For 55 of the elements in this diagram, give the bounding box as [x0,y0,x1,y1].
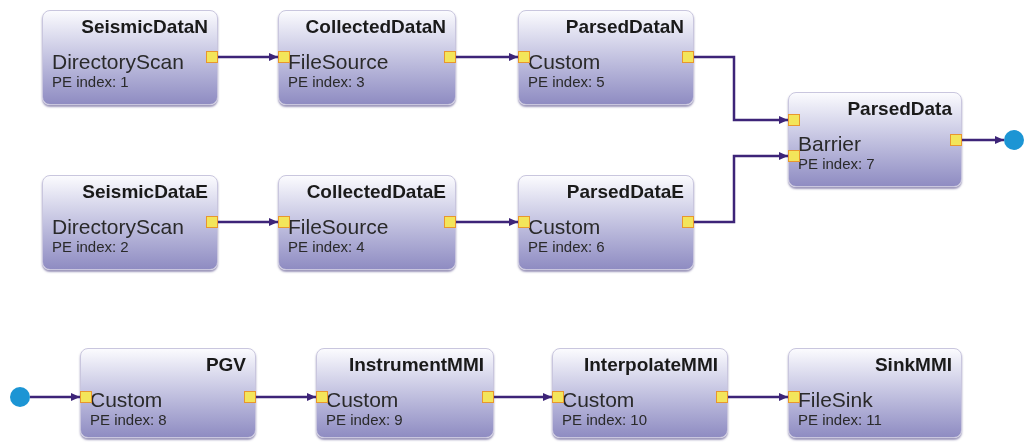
process-box [42,175,218,270]
node-type: Custom [326,388,400,411]
arrow [728,393,788,401]
process-box [552,348,728,438]
node-title: InterpolateMMI [582,353,718,377]
arrow [218,218,278,226]
pe-index: PE index: 1 [52,73,130,90]
process-box [80,348,256,438]
node-title: PGV [204,353,246,377]
process-box [278,175,456,270]
node-title: SinkMMI [873,353,952,377]
process-box [518,175,694,270]
node-title: SeismicDataE [81,180,208,204]
process-box [42,10,218,105]
pe-index: PE index: 3 [288,73,366,90]
node-type: Custom [562,388,636,411]
node-title: CollectedDataE [305,180,446,204]
process-box [788,348,962,438]
arrow [256,393,316,401]
node-title: ParsedDataN [564,15,684,39]
pe-index: PE index: 2 [52,238,130,255]
arrow [456,218,518,226]
node-type: Custom [528,50,602,73]
arrow [494,393,552,401]
node-title: ParsedDataE [565,180,684,204]
node-title: CollectedDataN [304,15,446,39]
node-type: DirectoryScan [52,50,185,73]
arrow [218,53,278,61]
node-type: FileSource [288,50,390,73]
node-type: Custom [528,215,602,238]
node-type: Barrier [798,132,862,155]
node-type: Custom [90,388,164,411]
node-type: FileSink [798,388,874,411]
node-type: FileSource [288,215,390,238]
arrow [694,152,788,224]
arrow [30,393,80,401]
node-title: ParsedData [846,97,952,121]
pe-index: PE index: 5 [528,73,606,90]
pe-index: PE index: 9 [326,411,404,428]
process-box [788,92,962,187]
arrow [456,53,518,61]
node-type: DirectoryScan [52,215,185,238]
process-box [518,10,694,105]
arrow [962,136,1004,144]
process-box [316,348,494,438]
pe-index: PE index: 7 [798,155,876,172]
pe-index: PE index: 4 [288,238,366,255]
arrow [694,55,788,124]
pe-index: PE index: 11 [798,411,883,428]
pe-index: PE index: 6 [528,238,606,255]
pe-index: PE index: 10 [562,411,649,428]
node-title: SeismicDataN [80,15,208,39]
node-title: InstrumentMMI [347,353,484,377]
process-box [278,10,456,105]
pe-index: PE index: 8 [90,411,168,428]
